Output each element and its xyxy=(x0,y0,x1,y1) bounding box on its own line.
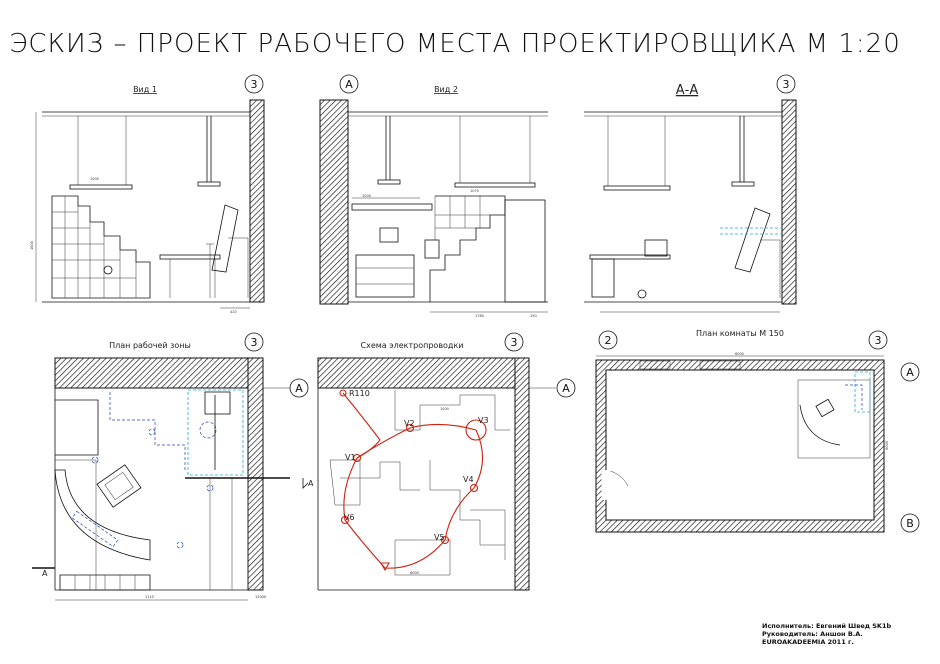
axis-bubble xyxy=(598,330,618,350)
svg-text:1000: 1000 xyxy=(90,177,99,181)
svg-text:1780: 1780 xyxy=(475,314,484,318)
svg-text:1110: 1110 xyxy=(145,595,154,599)
svg-text:1070: 1070 xyxy=(470,189,479,193)
svg-text:150: 150 xyxy=(530,314,537,318)
armchair xyxy=(96,464,142,508)
svg-text:V3: V3 xyxy=(478,416,489,425)
axis-bubble xyxy=(504,332,524,352)
socket-point xyxy=(440,535,450,545)
section-a-a: А-А 3 xyxy=(584,74,797,313)
socket-point xyxy=(352,453,362,463)
svg-text:V1: V1 xyxy=(345,453,356,462)
desk xyxy=(589,254,671,260)
svg-text:3: 3 xyxy=(875,334,882,347)
svg-text:А: А xyxy=(308,479,314,488)
svg-text:V2: V2 xyxy=(404,419,415,428)
title-block: Исполнитель: Евгений Швед SK1b Руководит… xyxy=(762,622,891,646)
wall xyxy=(514,357,530,591)
svg-text:В: В xyxy=(906,517,914,530)
drafting-board xyxy=(211,204,239,273)
view-2-elevation: А Вид 2 1000 1070 1780 150 xyxy=(319,74,548,318)
wall xyxy=(317,357,529,389)
author: Исполнитель: Евгений Швед SK1b xyxy=(762,622,891,630)
axis-bubble xyxy=(339,74,359,94)
svg-text:А: А xyxy=(562,382,570,395)
wall xyxy=(781,99,797,305)
svg-text:6000: 6000 xyxy=(735,352,744,356)
view-2-label: Вид 2 xyxy=(434,85,458,94)
svg-text:6000: 6000 xyxy=(410,571,419,575)
wiring-line xyxy=(342,392,381,459)
drafting-board xyxy=(734,207,771,273)
axis-bubble xyxy=(556,378,576,398)
svg-text:V4: V4 xyxy=(463,475,474,484)
svg-text:6000: 6000 xyxy=(885,441,889,450)
wall xyxy=(319,99,349,305)
axis-bubble xyxy=(776,74,796,94)
svg-text:3: 3 xyxy=(783,78,790,91)
svg-text:1000: 1000 xyxy=(440,407,449,411)
desk xyxy=(351,203,433,211)
svg-text:V6: V6 xyxy=(344,513,355,522)
view-1-label: Вид 1 xyxy=(133,85,157,94)
plan-wiring: Схема электропроводки 3 А R110 V1 V2 V3 … xyxy=(317,332,576,591)
school: EUROAKADEEMIA 2011 г. xyxy=(762,638,854,646)
room-walls xyxy=(595,359,885,533)
desk xyxy=(159,254,221,260)
curved-desk xyxy=(54,469,151,561)
supervisor: Руководитель: Аншон В.А. xyxy=(762,630,863,638)
wall xyxy=(247,357,264,591)
socket-point xyxy=(339,389,347,397)
svg-text:1800: 1800 xyxy=(30,241,34,250)
svg-text:3: 3 xyxy=(511,336,518,349)
sheet-title: ЭСКИЗ – ПРОЕКТ РАБОЧЕГО МЕСТА ПРОЕКТИРОВ… xyxy=(9,29,901,59)
plan-work-zone: План рабочей зоны 3 А А А xyxy=(32,332,314,601)
socket-point xyxy=(469,483,479,493)
svg-text:3: 3 xyxy=(251,336,258,349)
axis-label: 3 xyxy=(251,78,258,91)
wall xyxy=(249,99,265,303)
svg-text:А: А xyxy=(42,569,48,578)
plan-label: План комнаты М 150 xyxy=(696,329,784,338)
section-label: А-А xyxy=(676,83,699,98)
axis-bubble xyxy=(868,330,888,350)
svg-text:R110: R110 xyxy=(349,389,370,398)
axis-bubble xyxy=(244,74,264,94)
axis-bubble xyxy=(244,332,264,352)
plan-label: План рабочей зоны xyxy=(109,341,191,350)
plan-room: План комнаты М 150 2 3 А В 6000 6000 xyxy=(595,329,920,533)
svg-text:А: А xyxy=(906,366,914,379)
socket-point xyxy=(465,419,487,441)
stair-shelving xyxy=(429,195,506,302)
svg-text:420: 420 xyxy=(230,310,237,314)
svg-text:12000: 12000 xyxy=(255,595,266,599)
socket-point xyxy=(340,515,350,525)
svg-text:V5: V5 xyxy=(434,533,445,542)
svg-text:А: А xyxy=(345,78,353,91)
svg-text:1000: 1000 xyxy=(362,194,371,198)
socket-point xyxy=(405,423,415,433)
stair-shelving xyxy=(51,195,151,299)
plan-label: Схема электропроводки xyxy=(361,341,464,350)
svg-text:2: 2 xyxy=(605,334,612,347)
view-1-elevation: Вид 1 3 1800 1000 420 xyxy=(30,74,265,314)
svg-text:А: А xyxy=(295,382,303,395)
axis-bubble xyxy=(900,513,920,533)
axis-bubble xyxy=(900,362,920,382)
wall xyxy=(54,357,264,389)
